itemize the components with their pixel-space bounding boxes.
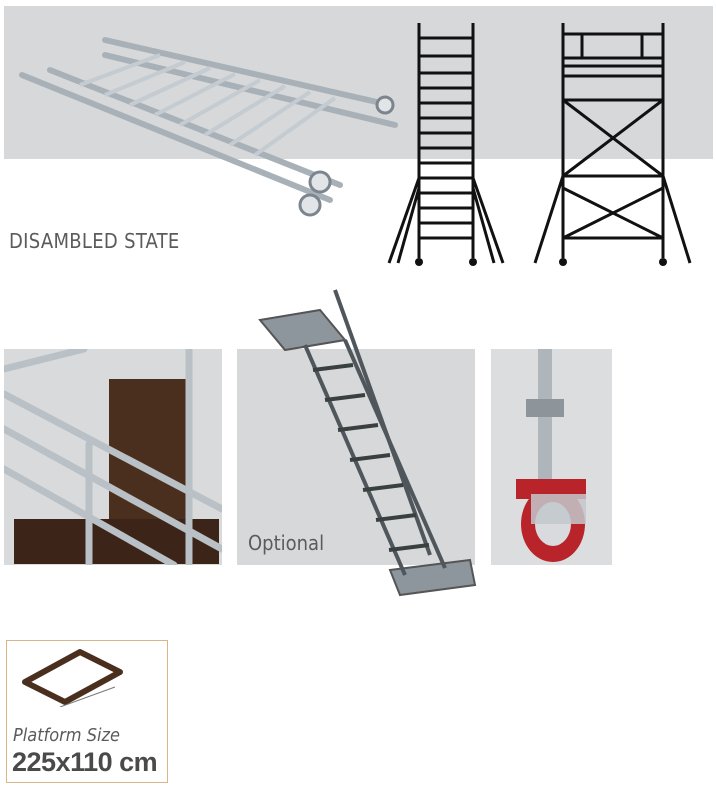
- platform-size-label: Platform Size: [13, 725, 120, 746]
- caster-wheel-image: [491, 349, 612, 565]
- platform-outline-icon: [22, 649, 123, 707]
- disassembled-caption: DISAMBLED STATE: [9, 229, 180, 253]
- platform-hatch-image: [4, 349, 222, 565]
- platform-size-value: 225x110 cm: [12, 747, 158, 777]
- stair-panel: [237, 349, 475, 565]
- tower-side-drawing: [386, 18, 511, 268]
- optional-caption: Optional: [248, 531, 325, 555]
- top-background-band: [4, 6, 713, 159]
- folded-frames-image: [10, 30, 410, 220]
- tower-front-drawing: [530, 18, 695, 268]
- stair-image: [250, 285, 480, 600]
- platform-size-card: Platform Size 225x110 cm: [6, 640, 168, 783]
